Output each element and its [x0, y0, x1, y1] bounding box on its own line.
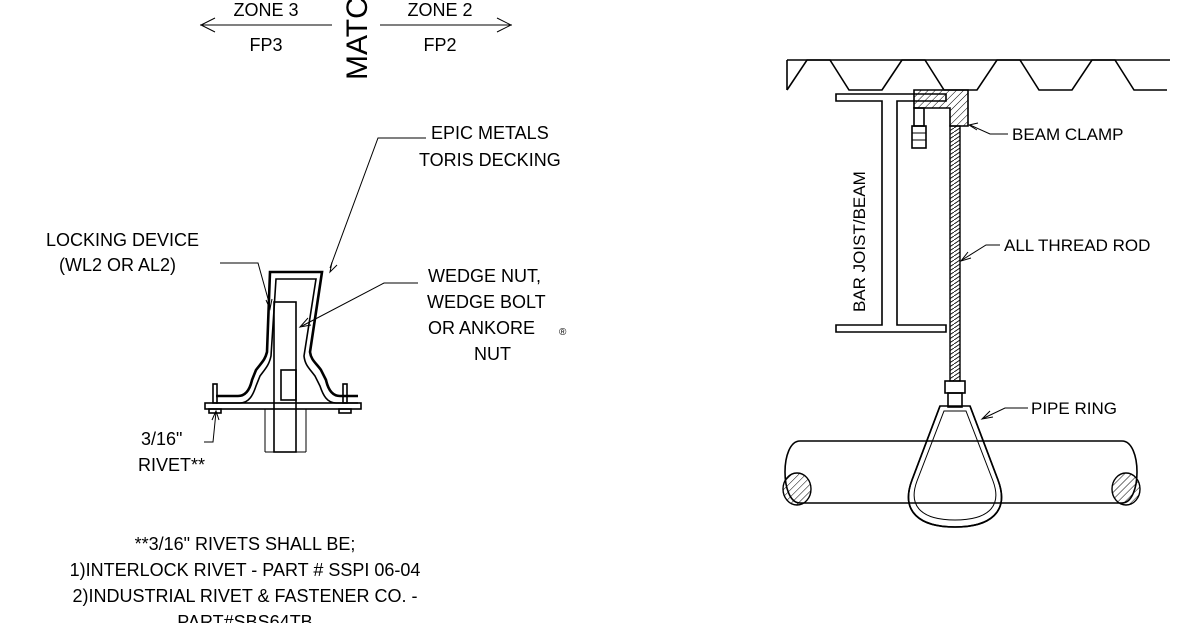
swivel-body	[947, 392, 963, 408]
rivet-right-shank	[342, 383, 348, 404]
hanger-detail: BAR JOIST/BEAM BEAM CLAMP ALL THREAD ROD…	[782, 59, 1170, 528]
rod-arrow	[959, 251, 972, 262]
rivet-left-shank	[212, 383, 218, 404]
clamp-set-screw	[911, 125, 927, 149]
note-line4: PART#SBS64TB	[177, 612, 312, 623]
rivet-leader-arrow	[211, 409, 220, 421]
wedge-bolt	[273, 301, 297, 453]
deck-corrugation	[786, 59, 1167, 91]
swivel-nut	[944, 380, 966, 394]
zone2-label: ZONE 2	[407, 0, 472, 20]
zone3-label: ZONE 3	[233, 0, 298, 20]
flange-plate	[204, 402, 362, 410]
wedge-label-line4: NUT	[474, 344, 511, 364]
beam-clamp-arrow	[967, 122, 979, 131]
pipe-end-left	[782, 472, 812, 506]
rivet-notes: **3/16" RIVETS SHALL BE; 1)INTERLOCK RIV…	[70, 534, 421, 623]
registered-mark: ®	[559, 327, 567, 338]
wedge-label-line2: WEDGE BOLT	[427, 292, 546, 312]
match-line-block: ZONE 3 FP3 ZONE 2 FP2 MATC	[199, 0, 513, 80]
decking-leader-arrow	[329, 261, 338, 274]
decking-label-line2: TORIS DECKING	[419, 150, 561, 170]
pipe-ring-arrow	[980, 410, 994, 420]
pipe-ring-inner	[913, 410, 997, 521]
pipe	[784, 440, 1138, 504]
zone2-arrowhead	[496, 17, 513, 33]
wedge-leader-arrow	[298, 317, 312, 328]
pipe-ring-label: PIPE RING	[1031, 399, 1117, 418]
decking-leader	[329, 137, 426, 269]
rivet-label-line1: 3/16"	[141, 429, 182, 449]
match-line-text: MATC	[341, 0, 374, 80]
pipe-ring-front	[907, 405, 1003, 528]
rivet-leader	[204, 411, 217, 443]
all-thread-rod	[949, 125, 961, 382]
zone3-arrowhead	[199, 17, 216, 33]
locking-leader-arrow	[265, 298, 273, 311]
wedge-label-line3: OR ANKORE	[428, 318, 535, 338]
locking-leader	[220, 262, 271, 307]
pipe-ring-leader	[983, 407, 1028, 419]
note-line1: **3/16" RIVETS SHALL BE;	[135, 534, 356, 554]
decking-label-line1: EPIC METALS	[431, 123, 549, 143]
fp3-label: FP3	[249, 35, 282, 55]
locking-label-line2: (WL2 OR AL2)	[59, 255, 176, 275]
wedge-nut	[280, 369, 297, 401]
beam-clamp-label: BEAM CLAMP	[1012, 125, 1123, 144]
beam-clamp-leader	[969, 124, 1008, 135]
note-line3: 2)INDUSTRIAL RIVET & FASTENER CO. -	[72, 586, 417, 606]
note-line2: 1)INTERLOCK RIVET - PART # SSPI 06-04	[70, 560, 421, 580]
bar-joist-label: BAR JOIST/BEAM	[850, 171, 869, 312]
rivet-right-head	[338, 408, 352, 414]
wedge-label-line1: WEDGE NUT,	[428, 266, 541, 286]
rod-label: ALL THREAD ROD	[1004, 236, 1150, 255]
rod-leader	[961, 244, 1000, 261]
pipe-end-right	[1111, 472, 1141, 506]
clamp-screw-head	[913, 107, 925, 127]
locking-label-line1: LOCKING DEVICE	[46, 230, 199, 250]
toris-deck-inner	[216, 278, 358, 404]
fp2-label: FP2	[423, 35, 456, 55]
deck-anchor-detail: EPIC METALS TORIS DECKING LOCKING DEVICE…	[46, 123, 567, 475]
wedge-leader	[301, 282, 418, 327]
toris-deck-profile	[216, 270, 358, 398]
rivet-label-line2: RIVET**	[138, 455, 205, 475]
